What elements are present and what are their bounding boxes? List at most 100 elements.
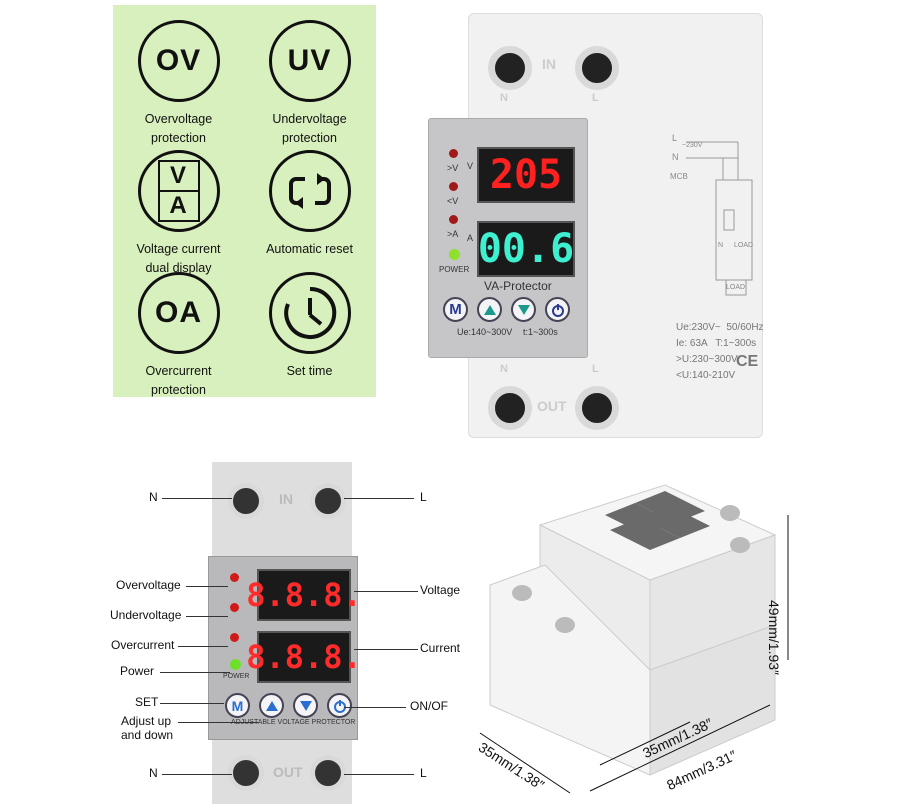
feature-label: Set time bbox=[286, 364, 333, 378]
terminal-screw-icon bbox=[310, 755, 346, 791]
callout-undervoltage: Undervoltage bbox=[110, 608, 182, 622]
callout-l: L bbox=[420, 490, 427, 504]
schem-l: L bbox=[672, 133, 678, 143]
feature-panel: OV Overvoltage protection UV Undervoltag… bbox=[113, 5, 376, 397]
terminal-in-label: IN bbox=[542, 56, 556, 72]
callout-line bbox=[344, 774, 414, 775]
terminal-out-label: OUT bbox=[273, 764, 303, 780]
callout-power: Power bbox=[120, 664, 155, 678]
m-button[interactable]: M bbox=[443, 297, 468, 322]
callout-n: N bbox=[149, 490, 158, 504]
down-button[interactable] bbox=[511, 297, 536, 322]
brand-label: VA-Protector bbox=[484, 279, 552, 293]
terminal-screw-icon bbox=[488, 386, 532, 430]
callout-current: Current bbox=[420, 641, 461, 655]
feature-label: Automatic reset bbox=[266, 242, 353, 256]
callout-overvoltage: Overvoltage bbox=[116, 578, 181, 592]
power-button[interactable] bbox=[545, 297, 570, 322]
terminal-screw-icon bbox=[575, 386, 619, 430]
terminal-l-label: L bbox=[592, 92, 599, 104]
power-label: POWER bbox=[439, 265, 470, 274]
terminal-screw-icon bbox=[575, 46, 619, 90]
feature-overcurrent: OA Overcurrent protection bbox=[113, 272, 244, 400]
current-display: 8.8.8. bbox=[246, 631, 362, 683]
uv-icon: UV bbox=[268, 20, 351, 102]
callout-n-bottom: N bbox=[149, 766, 158, 780]
spec-line: Ue:230V~ 50/60Hz bbox=[676, 322, 764, 333]
terminal-screw-icon bbox=[488, 46, 532, 90]
power-label: POWER bbox=[223, 673, 250, 680]
down-arrow-icon bbox=[517, 304, 530, 315]
callout-on-off: ON/OF bbox=[410, 699, 448, 713]
callout-line bbox=[354, 591, 418, 592]
up-arrow-icon bbox=[265, 700, 278, 711]
voltage-display: 8.8.8. bbox=[246, 569, 362, 621]
power-led bbox=[230, 659, 241, 670]
led-label: <V bbox=[447, 196, 459, 206]
callout-line bbox=[178, 646, 228, 647]
terminal-l-label: L bbox=[592, 363, 599, 375]
up-button[interactable] bbox=[259, 693, 284, 718]
up-button[interactable] bbox=[477, 297, 502, 322]
feature-label: Overvoltage protection bbox=[144, 112, 213, 145]
feature-label: Overcurrent protection bbox=[145, 364, 212, 397]
down-button[interactable] bbox=[293, 693, 318, 718]
down-arrow-icon bbox=[299, 700, 312, 711]
terminal-n-label: N bbox=[500, 92, 508, 104]
feature-label: Voltage current dual display bbox=[136, 242, 221, 275]
callout-voltage: Voltage bbox=[420, 583, 461, 597]
schem-mcb: MCB bbox=[670, 172, 688, 181]
callout-set: SET bbox=[135, 695, 159, 709]
set-button[interactable]: M bbox=[225, 693, 250, 718]
spec-line: >U:230~300V bbox=[676, 354, 738, 365]
range-t-label: t:1~300s bbox=[523, 327, 558, 337]
terminal-out-label: OUT bbox=[537, 398, 567, 414]
overvoltage-led bbox=[230, 573, 239, 582]
feature-label: Undervoltage protection bbox=[272, 112, 347, 145]
callout-line bbox=[178, 722, 258, 723]
power-button[interactable] bbox=[327, 693, 352, 718]
callout-line bbox=[162, 498, 232, 499]
led-label: >V bbox=[447, 163, 459, 173]
wiring-schematic: L ~230V N MCB N LOAD LOAD bbox=[668, 130, 758, 300]
callout-adjust: Adjust up and down bbox=[121, 714, 174, 742]
terminal-in-label: IN bbox=[279, 491, 293, 507]
callout-line bbox=[186, 586, 228, 587]
led-label: >A bbox=[447, 229, 459, 239]
cycle-arrows-icon bbox=[268, 150, 351, 232]
unit-v-label: V bbox=[467, 161, 474, 171]
ov-icon: OV bbox=[137, 20, 220, 102]
schem-n2: N bbox=[718, 242, 724, 249]
overvoltage-led bbox=[449, 149, 458, 158]
protector-device-front: IN N L OUT N L bbox=[420, 8, 765, 448]
feature-auto-reset: Automatic reset bbox=[244, 150, 375, 259]
feature-set-time: Set time bbox=[244, 272, 375, 381]
callout-line bbox=[160, 703, 224, 704]
callout-overcurrent: Overcurrent bbox=[111, 638, 175, 652]
terminal-screw-icon bbox=[228, 755, 264, 791]
schem-load: LOAD bbox=[734, 242, 754, 249]
protector-device-3d bbox=[479, 484, 789, 794]
schem-load2: LOAD bbox=[726, 284, 746, 291]
callout-line bbox=[160, 672, 230, 673]
terminal-screw-icon bbox=[310, 483, 346, 519]
overcurrent-led bbox=[230, 633, 239, 642]
feature-overvoltage: OV Overvoltage protection bbox=[113, 20, 244, 148]
clock-icon bbox=[268, 272, 351, 354]
terminal-screw-icon bbox=[228, 483, 264, 519]
overcurrent-led bbox=[449, 215, 458, 224]
undervoltage-led bbox=[449, 182, 458, 191]
ce-mark: CE bbox=[736, 353, 759, 370]
callout-line bbox=[162, 774, 232, 775]
device-front-panel: >V <V >A POWER V A 205 00.6 VA-Protector… bbox=[428, 118, 588, 358]
callout-line bbox=[354, 649, 418, 650]
device-front-panel-2: POWER 8.8.8. 8.8.8. M ADJUSTABLE VOLTAGE… bbox=[208, 556, 362, 740]
callout-l-bottom: L bbox=[420, 766, 427, 780]
schem-v: ~230V bbox=[682, 142, 703, 149]
schem-n: N bbox=[672, 152, 679, 162]
spec-line: <U:140-210V bbox=[676, 370, 736, 381]
oa-icon: OA bbox=[137, 272, 220, 354]
power-led bbox=[449, 249, 460, 260]
